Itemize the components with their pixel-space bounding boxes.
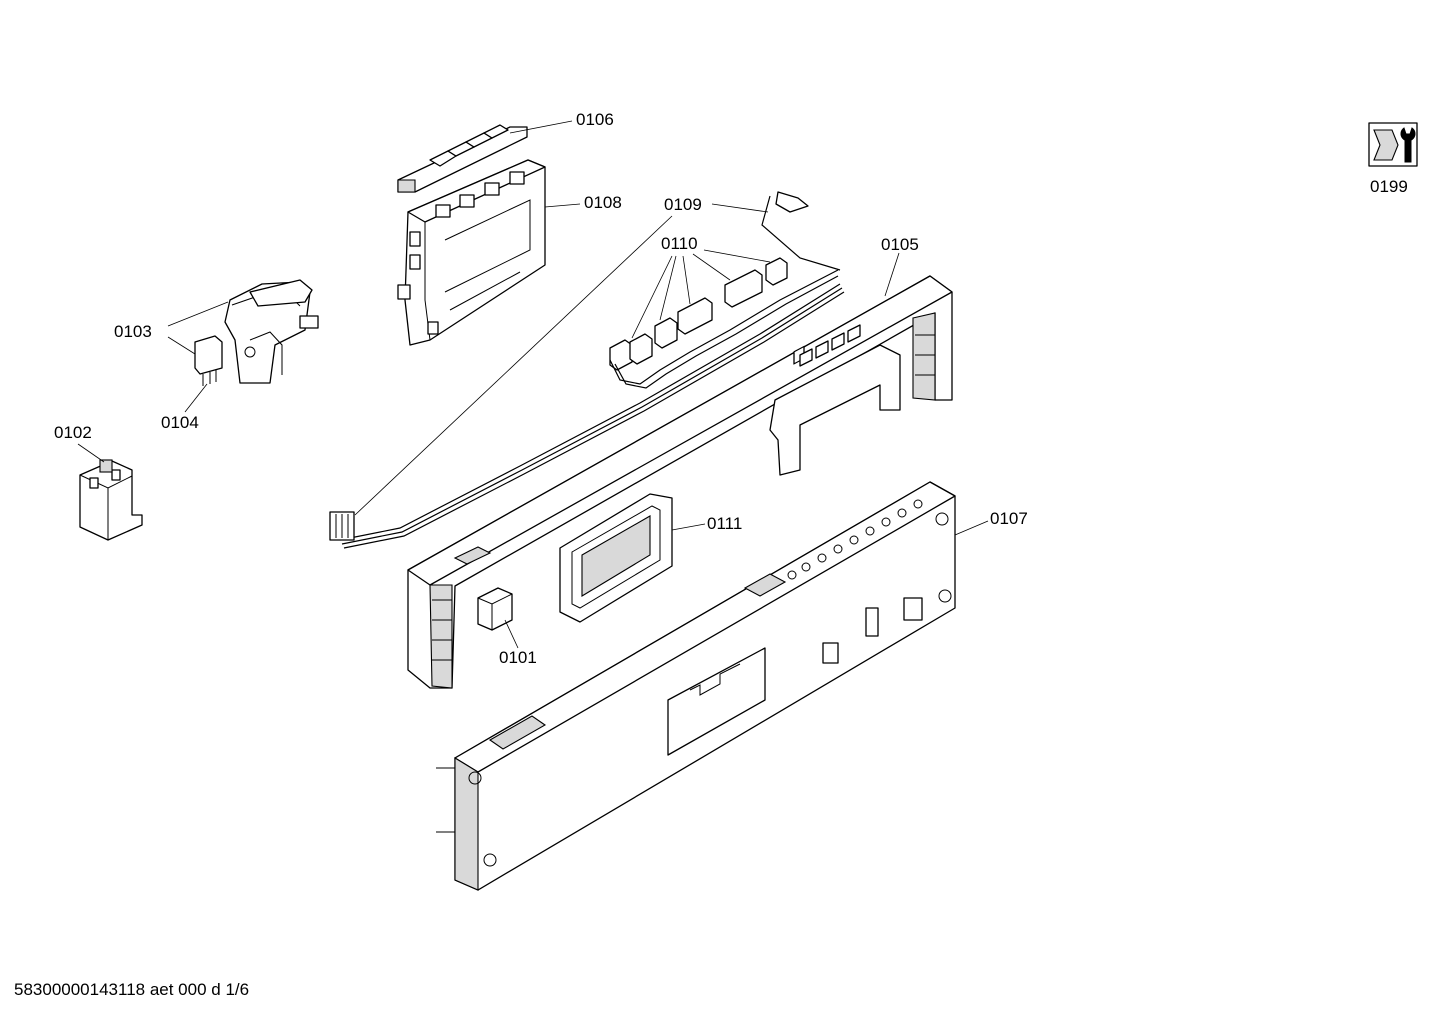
part-0111-handle-insert[interactable] xyxy=(559,493,706,623)
callout-0109: 0109 xyxy=(664,195,702,214)
part-0101-block[interactable] xyxy=(477,587,519,649)
callout-0199: 0199 xyxy=(1370,177,1408,196)
callout-0101: 0101 xyxy=(499,648,537,667)
wrench-nut-icon xyxy=(1368,122,1418,167)
callout-0108: 0108 xyxy=(584,193,622,212)
part-0108-control-module[interactable] xyxy=(397,159,581,346)
part-0105-control-panel-frame[interactable] xyxy=(407,252,953,689)
callout-0103: 0103 xyxy=(114,322,152,341)
callout-0105: 0105 xyxy=(881,235,919,254)
callout-0104: 0104 xyxy=(161,413,199,432)
part-0106-button-strip[interactable] xyxy=(397,120,573,193)
part-0103-pressure-switch[interactable] xyxy=(167,279,319,384)
document-id: 58300000143118 aet 000 d 1/6 xyxy=(14,980,250,999)
callout-0102: 0102 xyxy=(54,423,92,442)
callout-0110: 0110 xyxy=(661,234,698,253)
part-0102-main-switch[interactable] xyxy=(77,443,143,541)
callout-0111: 0111 xyxy=(707,514,742,533)
part-0110-connectors[interactable] xyxy=(609,249,839,389)
part-0104-capacitor[interactable] xyxy=(167,335,223,413)
callout-0106: 0106 xyxy=(576,110,614,129)
part-0107-inner-panel[interactable] xyxy=(436,481,989,891)
part-0109-wiring-harness[interactable] xyxy=(329,191,845,549)
callout-0107: 0107 xyxy=(990,509,1028,528)
